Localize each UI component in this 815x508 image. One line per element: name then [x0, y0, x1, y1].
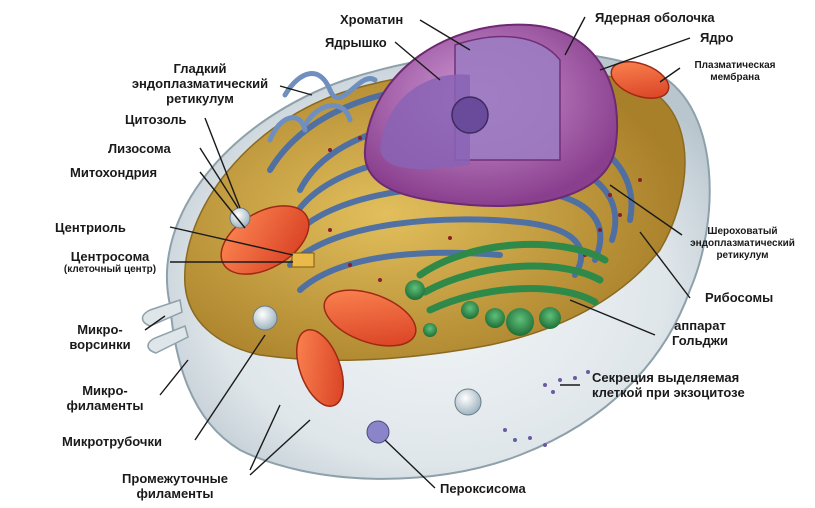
label-lysosome: Лизосома	[108, 141, 171, 156]
golgi-apparatus	[416, 240, 609, 314]
mitochondria	[220, 61, 670, 407]
label-nucleolus: Ядрышко	[325, 35, 387, 50]
label-cytosol: Цитозоль	[125, 112, 187, 127]
label-smooth-er: Гладкий эндоплазматический ретикулум	[131, 61, 269, 106]
label-centrosome: Центросома (клеточный центр)	[63, 249, 157, 275]
leader-lines	[144, 16, 691, 489]
secretion-particles	[503, 370, 590, 447]
label-secretion: Секреция выделяемая клеткой при экзоцито…	[592, 370, 745, 400]
nucleus-group	[363, 23, 619, 207]
label-plasma-membrane: Плазматическая мембрана	[694, 60, 776, 83]
vesicle-2	[454, 388, 482, 416]
label-mitochondrion: Митохондрия	[70, 165, 158, 180]
nucleolus	[451, 96, 489, 134]
label-microtubules: Микротрубочки	[62, 434, 162, 449]
label-golgi: аппарат Гольджи	[671, 318, 729, 348]
label-microvilli: Микро- ворсинки	[69, 322, 131, 352]
label-chromatin: Хроматин	[340, 12, 404, 27]
vesicle	[252, 305, 278, 331]
centrosome	[291, 252, 315, 268]
nucleus-inner	[380, 74, 470, 170]
label-nucleus: Ядро	[700, 30, 734, 45]
golgi-vesicles	[405, 280, 561, 337]
label-intermediate-filaments: Промежуточные филаменты	[122, 471, 228, 501]
smooth-er	[267, 71, 378, 143]
label-centriole: Центриоль	[55, 220, 126, 235]
microvilli	[141, 299, 189, 354]
label-nuclear-envelope: Ядерная оболочка	[595, 10, 715, 25]
label-ribosomes: Рибосомы	[705, 290, 774, 305]
peroxisome	[366, 420, 390, 444]
lysosome	[229, 207, 251, 229]
label-microfilaments: Микро- филаменты	[66, 383, 144, 413]
label-rough-er: Шероховатый эндоплазматический ретикулум	[690, 226, 795, 261]
label-peroxisome: Пероксисома	[440, 481, 526, 496]
